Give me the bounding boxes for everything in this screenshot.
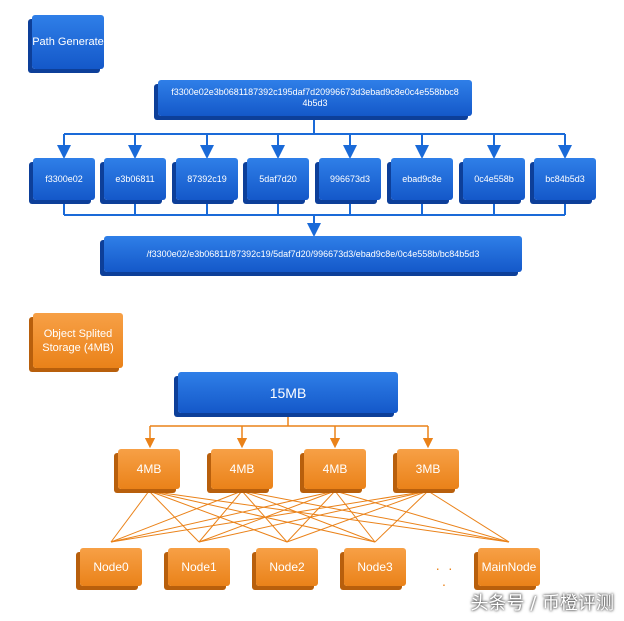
mesh-line-1-1	[198, 490, 243, 543]
chunk-0: 4MB	[118, 449, 180, 489]
storage-node-node0: Node0	[80, 548, 142, 586]
mesh-line-0-2	[148, 490, 288, 543]
storage-node-mainnode: MainNode	[478, 548, 540, 586]
mesh-line-2-4	[334, 490, 510, 543]
more-nodes-ellipsis: · · ·	[435, 560, 455, 592]
hash-segment-5: ebad9c8e	[391, 158, 453, 200]
chunk-1: 4MB	[211, 449, 273, 489]
mesh-line-2-3	[334, 490, 376, 543]
storage-node-node2: Node2	[256, 548, 318, 586]
object-splited-storage-label: Object Splited Storage (4MB)	[33, 313, 123, 368]
mesh-line-1-4	[241, 490, 510, 543]
mesh-line-3-2	[286, 490, 429, 543]
mesh-line-2-0	[110, 490, 336, 543]
object-size-box: 15MB	[178, 372, 398, 413]
hash-split-connectors	[57, 117, 572, 159]
full-hash-box: f3300e02e3b0681187392c195daf7d20996673d3…	[158, 80, 472, 116]
hash-segment-2: 87392c19	[176, 158, 238, 200]
mesh-line-3-1	[198, 490, 429, 543]
hash-segment-6: 0c4e558b	[463, 158, 525, 200]
mesh-line-3-0	[110, 490, 429, 543]
mesh-line-3-3	[374, 490, 429, 543]
hash-segment-0: f3300e02	[33, 158, 95, 200]
mesh-line-0-3	[148, 490, 376, 543]
hash-segment-7: bc84b5d3	[534, 158, 596, 200]
mesh-line-1-3	[241, 490, 376, 543]
mesh-line-0-4	[148, 490, 510, 543]
watermark: 头条号 / 币橙评测	[470, 593, 614, 614]
object-split-connectors	[144, 413, 434, 449]
chunk-2: 4MB	[304, 449, 366, 489]
chunk-node-mesh	[110, 490, 510, 543]
mesh-line-0-1	[148, 490, 200, 543]
hash-segment-1: e3b06811	[104, 158, 166, 200]
storage-node-node3: Node3	[344, 548, 406, 586]
chunk-3: 3MB	[397, 449, 459, 489]
mesh-line-1-2	[241, 490, 288, 543]
result-path-box: /f3300e02/e3b06811/87392c19/5daf7d20/996…	[104, 236, 522, 272]
mesh-line-2-2	[286, 490, 336, 543]
hash-segment-4: 996673d3	[319, 158, 381, 200]
mesh-line-0-0	[110, 490, 150, 543]
path-generate-label: Path Generate	[32, 15, 104, 69]
mesh-line-3-4	[427, 490, 510, 543]
hash-segment-3: 5daf7d20	[247, 158, 309, 200]
mesh-line-1-0	[110, 490, 243, 543]
storage-node-node1: Node1	[168, 548, 230, 586]
path-merge-connectors	[63, 202, 566, 237]
